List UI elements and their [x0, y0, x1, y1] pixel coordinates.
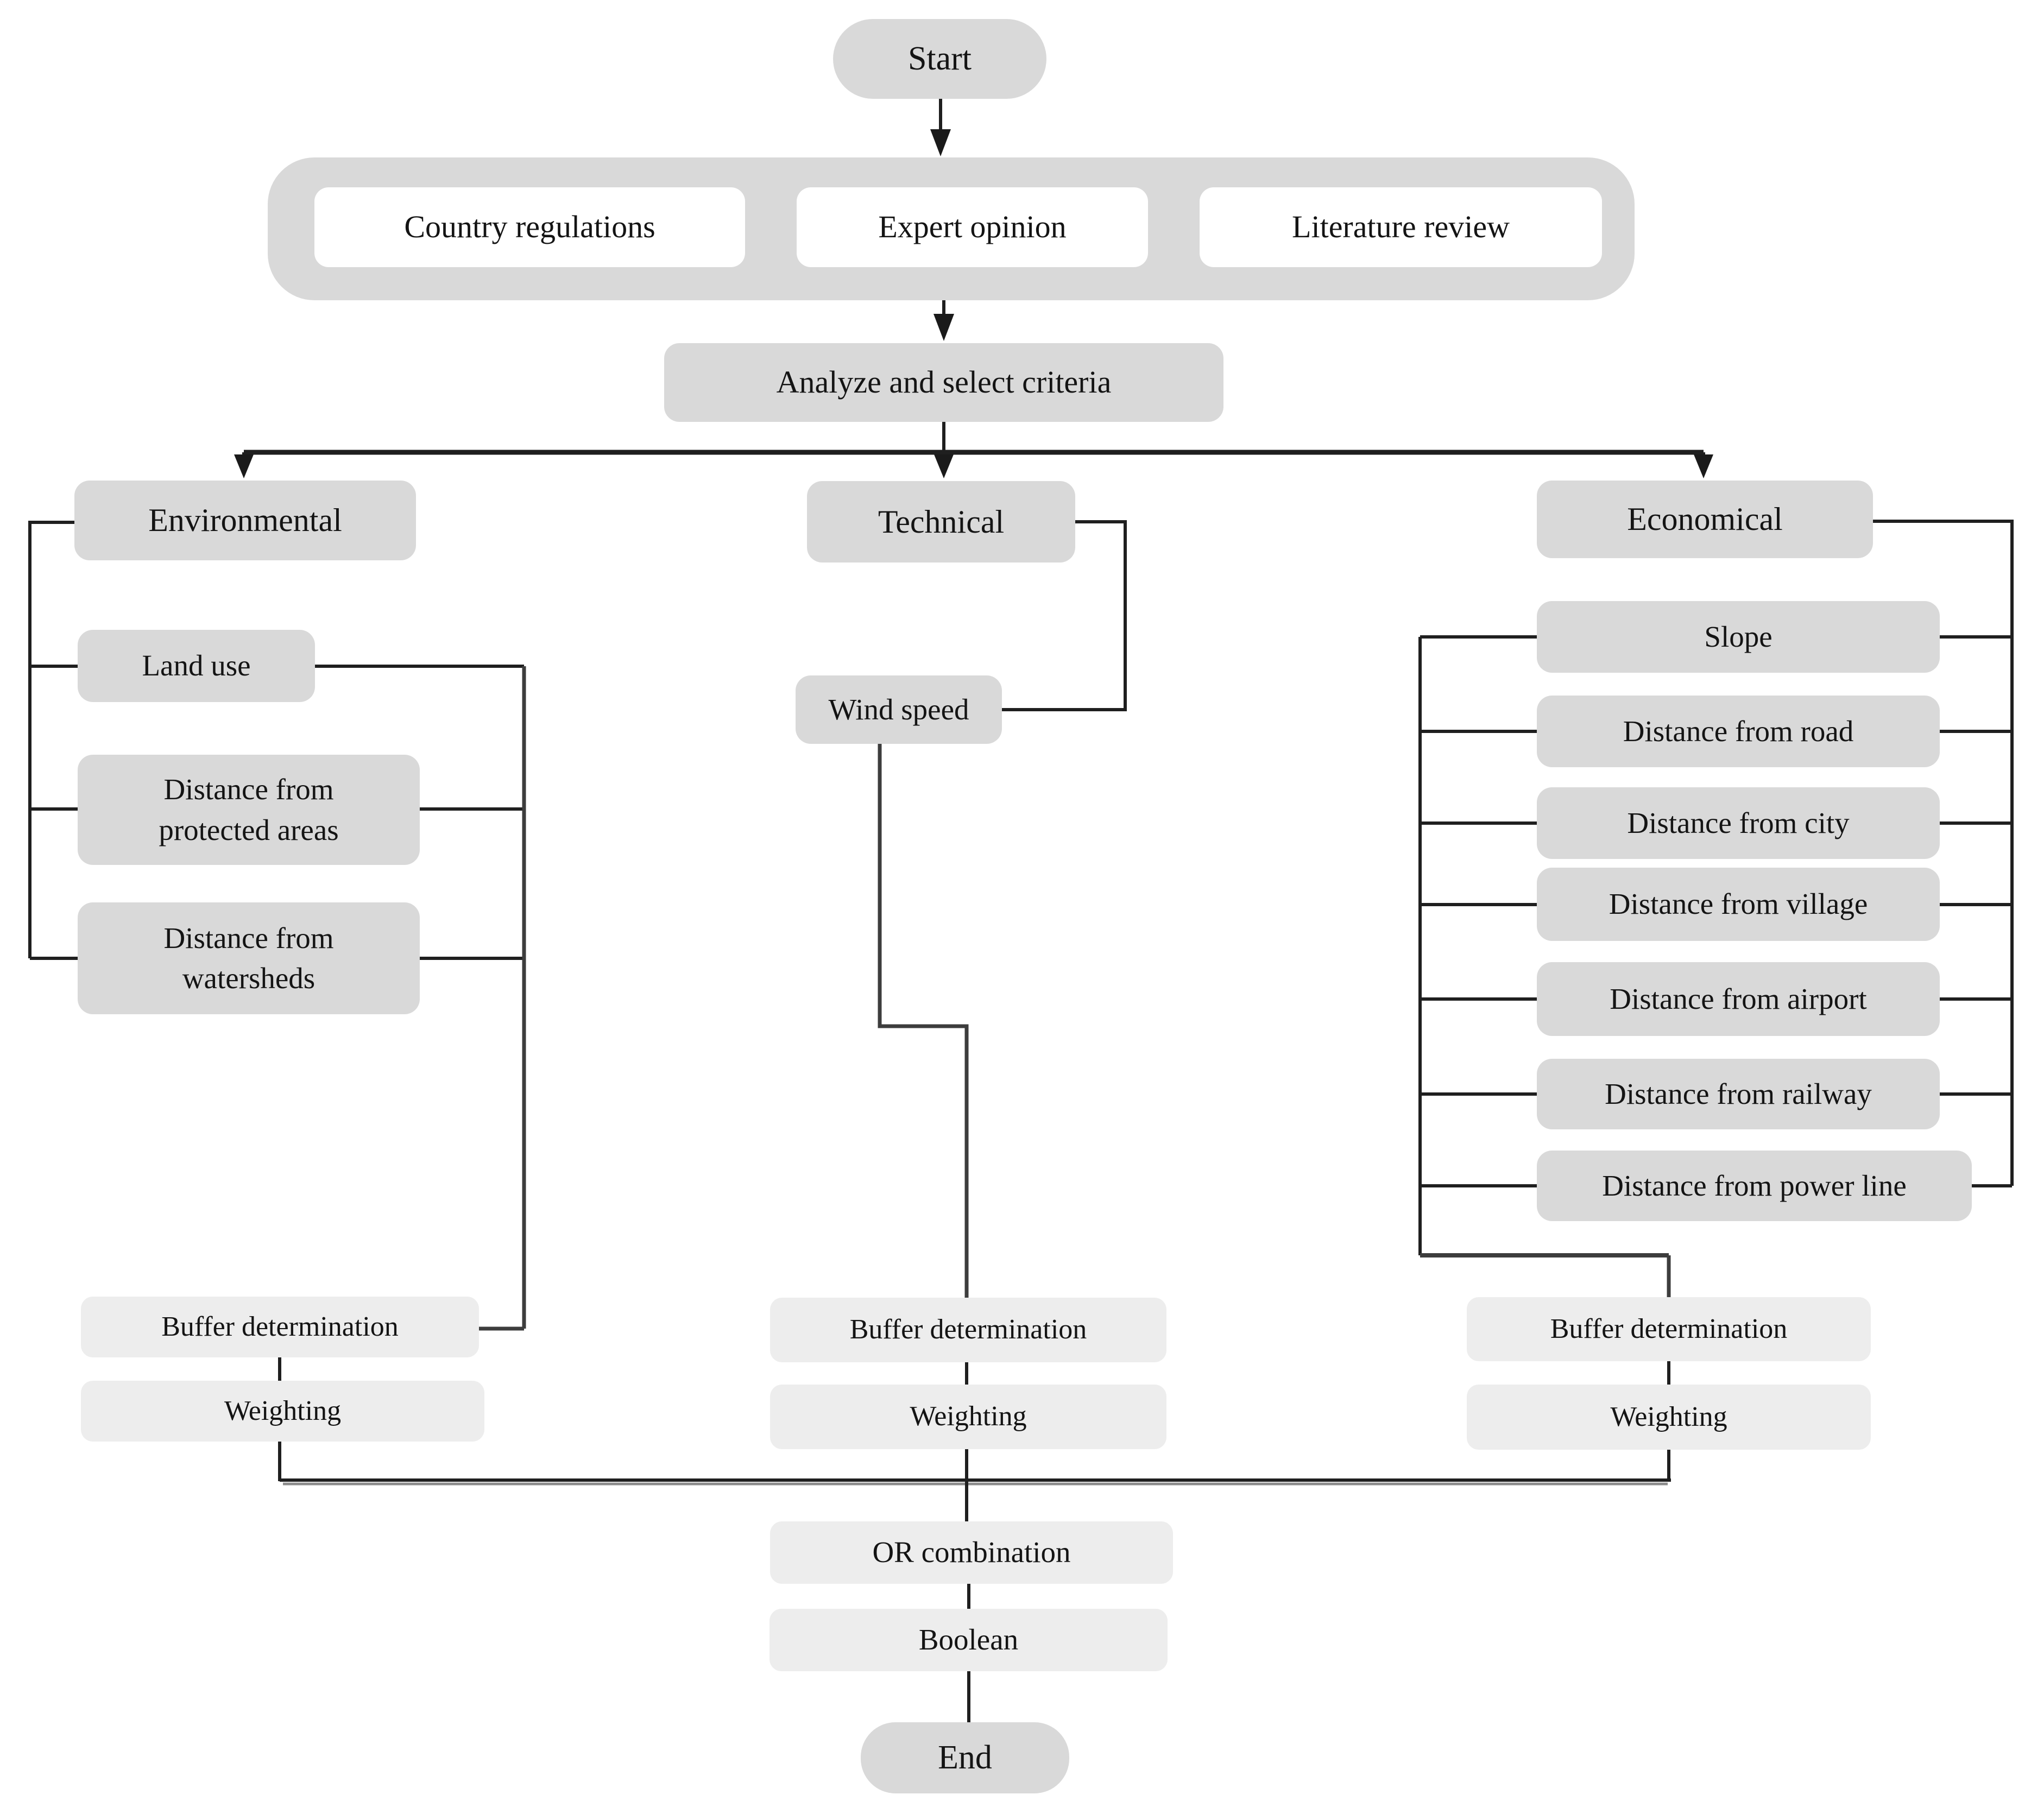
slope-node: Slope: [1537, 601, 1940, 673]
land-use-node: Land use: [78, 630, 315, 702]
arrowheads: [234, 129, 1713, 478]
economical-weighting-node: Weighting: [1467, 1385, 1871, 1450]
analyze-node: Analyze and select criteria: [664, 343, 1223, 422]
boolean-node: Boolean: [769, 1609, 1168, 1671]
distance-city-node: Distance from city: [1537, 787, 1940, 859]
economical-buffer-node: Buffer determination: [1467, 1297, 1871, 1361]
source-literature-review: Literature review: [1200, 187, 1602, 267]
environmental-buffer-node: Buffer determination: [81, 1297, 479, 1357]
start-node: Start: [833, 19, 1046, 99]
source-country-regulations: Country regulations: [314, 187, 745, 267]
or-combination-node: OR combination: [770, 1521, 1173, 1584]
distance-protected-areas-node: Distance from protected areas: [78, 755, 420, 865]
wind-speed-node: Wind speed: [796, 675, 1002, 744]
economical-header: Economical: [1537, 481, 1873, 558]
distance-village-node: Distance from village: [1537, 868, 1940, 941]
distance-power-line-node: Distance from power line: [1537, 1151, 1972, 1221]
distance-watersheds-node: Distance from watersheds: [78, 902, 420, 1014]
environmental-weighting-node: Weighting: [81, 1381, 484, 1442]
end-node: End: [861, 1722, 1069, 1793]
technical-buffer-node: Buffer determination: [770, 1298, 1166, 1362]
source-expert-opinion: Expert opinion: [797, 187, 1148, 267]
distance-road-node: Distance from road: [1537, 696, 1940, 767]
environmental-header: Environmental: [74, 481, 416, 560]
technical-header: Technical: [807, 481, 1075, 563]
distance-railway-node: Distance from railway: [1537, 1059, 1940, 1129]
technical-weighting-node: Weighting: [770, 1385, 1166, 1449]
edges: [28, 99, 2014, 1722]
distance-airport-node: Distance from airport: [1537, 962, 1940, 1036]
